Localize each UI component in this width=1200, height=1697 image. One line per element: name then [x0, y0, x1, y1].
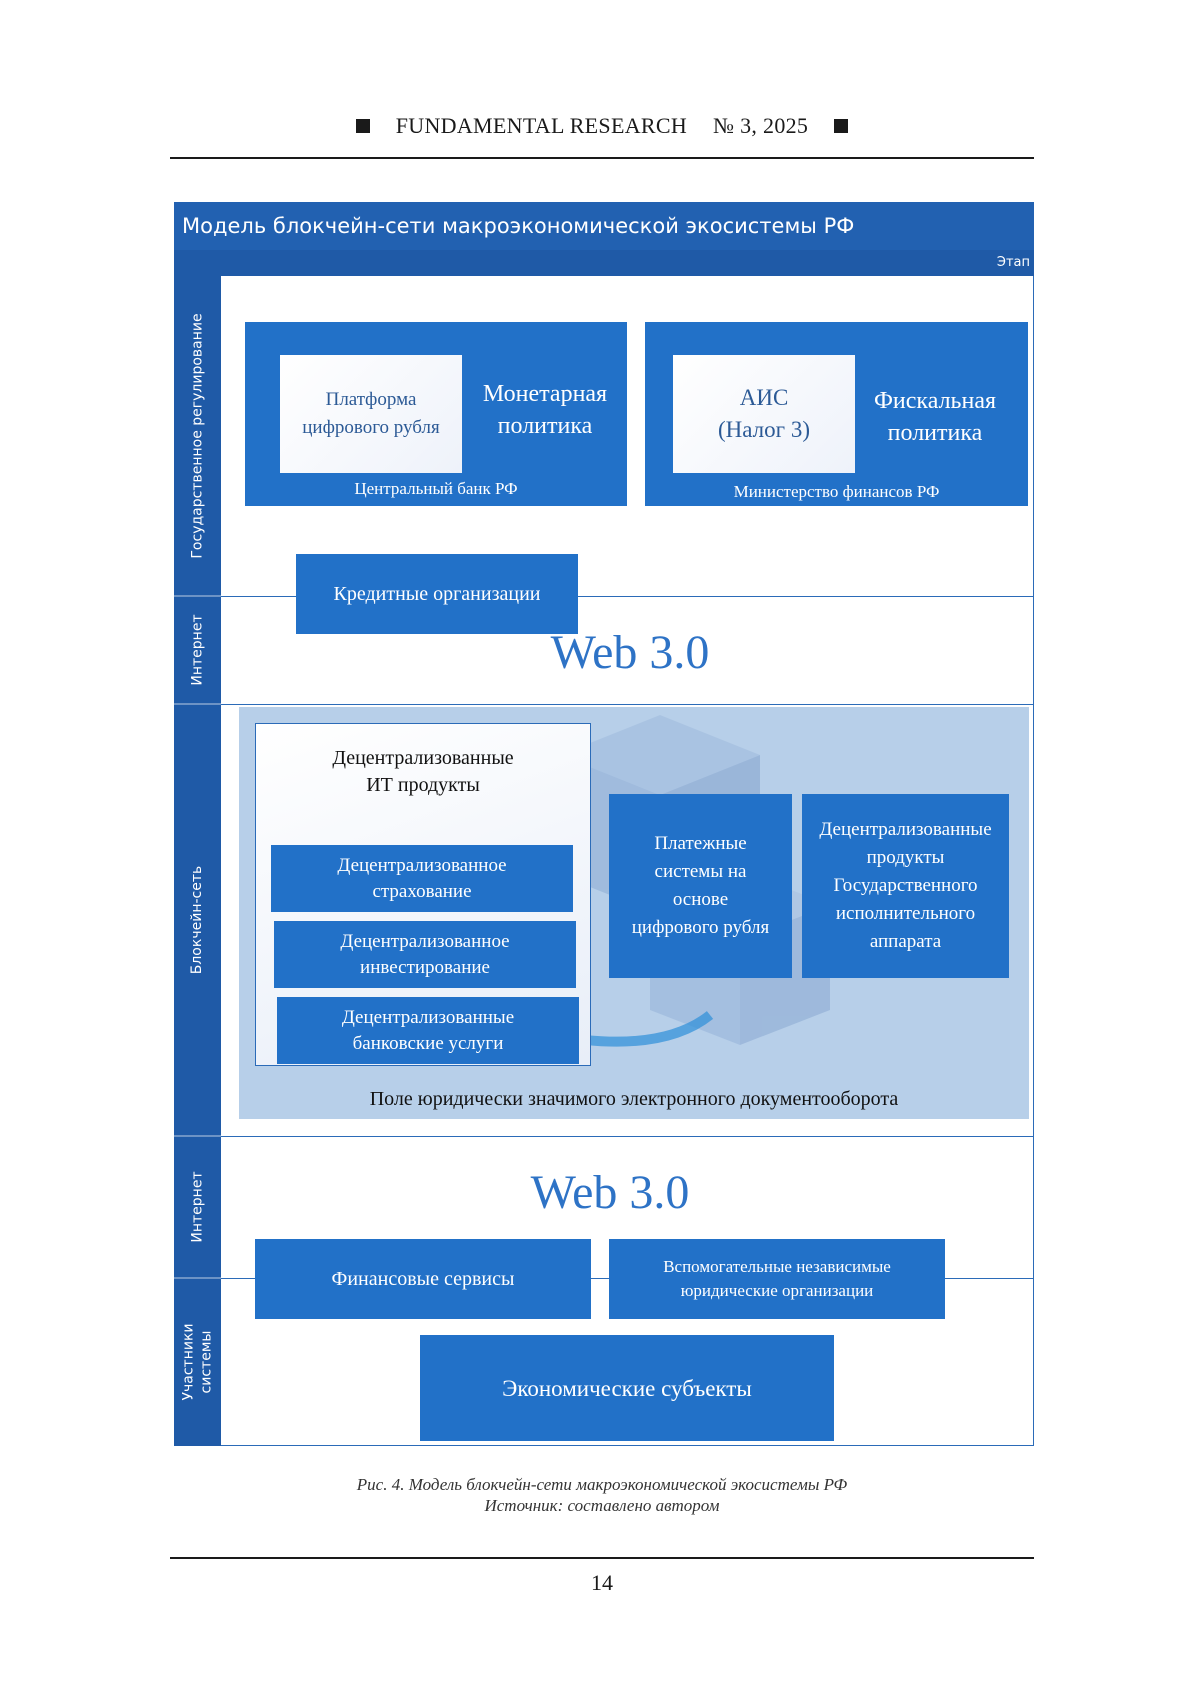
box-text: системы на — [655, 858, 747, 886]
label-text: политика — [888, 417, 983, 449]
lane-gov-regulation: Государственное регулирование — [174, 276, 221, 596]
box-text: Платежные — [654, 830, 746, 858]
lane-label: Блокчейн-сеть — [189, 866, 207, 974]
lane-divider — [174, 703, 221, 705]
box-text: Децентрализованное — [337, 853, 506, 879]
box-text: аппарата — [870, 928, 941, 956]
web3-label-bottom: Web 3.0 — [500, 1165, 720, 1225]
decentralized-insurance-box: Децентрализованное страхование — [271, 845, 573, 912]
box-text: Децентрализованные — [819, 816, 991, 844]
decentralized-investing-box: Децентрализованное инвестирование — [274, 921, 576, 988]
box-text: основе — [673, 886, 728, 914]
e-document-field-label: Поле юридически значимого электронного д… — [239, 1088, 1029, 1111]
title-text: ИТ продукты — [255, 772, 591, 799]
lane-label-line: системы — [198, 1323, 216, 1400]
credit-organizations-box: Кредитные организации — [296, 554, 578, 634]
central-bank-caption: Центральный банк РФ — [245, 476, 627, 502]
auxiliary-legal-orgs-box: Вспомогательные независимые юридические … — [609, 1239, 945, 1319]
box-text: продукты — [867, 844, 945, 872]
financial-services-box: Финансовые сервисы — [255, 1239, 591, 1319]
page-number: 14 — [170, 1570, 1034, 1596]
box-text: цифрового рубля — [302, 414, 439, 442]
journal-name: FUNDAMENTAL RESEARCH — [396, 113, 687, 139]
lane-blockchain: Блокчейн-сеть — [174, 704, 221, 1136]
box-text: инвестирование — [360, 955, 490, 981]
figure-caption: Рис. 4. Модель блокчейн-сети макроэконом… — [170, 1474, 1034, 1516]
lane-divider — [174, 1135, 221, 1137]
lane-divider — [174, 595, 221, 597]
monetary-policy-label: Монетарная политика — [470, 375, 620, 445]
box-text: страхование — [372, 879, 471, 905]
lane-label-line: Участники — [180, 1323, 198, 1400]
footer-rule — [170, 1557, 1034, 1559]
header-rule — [170, 157, 1034, 159]
digital-ruble-platform-box: Платформа цифрового рубля — [280, 355, 462, 473]
figure-title: Модель блокчейн-сети макроэкономической … — [174, 202, 1034, 250]
gov-decentralized-products-box: Децентрализованные продукты Государствен… — [802, 794, 1009, 978]
box-text: банковские услуги — [353, 1031, 504, 1057]
running-header: FUNDAMENTAL RESEARCH № 3, 2025 — [170, 108, 1034, 144]
box-text: АИС — [740, 382, 789, 414]
label-text: Фискальная — [874, 385, 996, 417]
lane-participants: Участникисистемы — [174, 1278, 221, 1446]
lane-label: Интернет — [189, 614, 207, 685]
title-text: Децентрализованные — [255, 745, 591, 772]
box-text: Платформа — [326, 386, 417, 414]
lane-divider — [174, 1277, 221, 1279]
issue-number: № 3, 2025 — [713, 113, 808, 139]
caption-source: Источник: составлено автором — [170, 1495, 1034, 1516]
label-text: Монетарная — [483, 378, 607, 410]
minfin-caption: Министерство финансов РФ — [645, 479, 1028, 505]
box-text: исполнительного — [836, 900, 975, 928]
box-text: (Налог 3) — [718, 414, 810, 446]
box-text: Децентрализованное — [340, 929, 509, 955]
digital-ruble-payment-systems-box: Платежные системы на основе цифрового ру… — [609, 794, 792, 978]
box-text: цифрового рубля — [632, 914, 769, 942]
lane-label: Интернет — [189, 1171, 207, 1242]
it-products-title: Децентрализованные ИТ продукты — [255, 745, 591, 799]
web3-label-top: Web 3.0 — [520, 625, 740, 685]
box-text: Государственного — [833, 872, 977, 900]
stage-label: Этап — [174, 250, 1034, 276]
lane-internet-top: Интернет — [174, 596, 221, 704]
box-text: юридические организации — [681, 1279, 874, 1303]
fiscal-policy-label: Фискальная политика — [860, 382, 1010, 452]
lane-label: Государственное регулирование — [189, 313, 207, 558]
lane-internet-bottom: Интернет — [174, 1136, 221, 1278]
label-text: политика — [498, 410, 593, 442]
lane-label: Участникисистемы — [180, 1323, 216, 1400]
caption-line: Рис. 4. Модель блокчейн-сети макроэконом… — [170, 1474, 1034, 1495]
lane-separator — [221, 704, 1034, 705]
decentralized-banking-box: Децентрализованные банковские услуги — [277, 997, 579, 1064]
lane-separator — [221, 1136, 1034, 1137]
economic-subjects-box: Экономические субъекты — [420, 1335, 834, 1441]
square-bullet-icon — [356, 119, 370, 133]
box-text: Децентрализованные — [342, 1005, 514, 1031]
box-text: Вспомогательные независимые — [663, 1255, 891, 1279]
ais-tax-box: АИС (Налог 3) — [673, 355, 855, 473]
square-bullet-icon — [834, 119, 848, 133]
